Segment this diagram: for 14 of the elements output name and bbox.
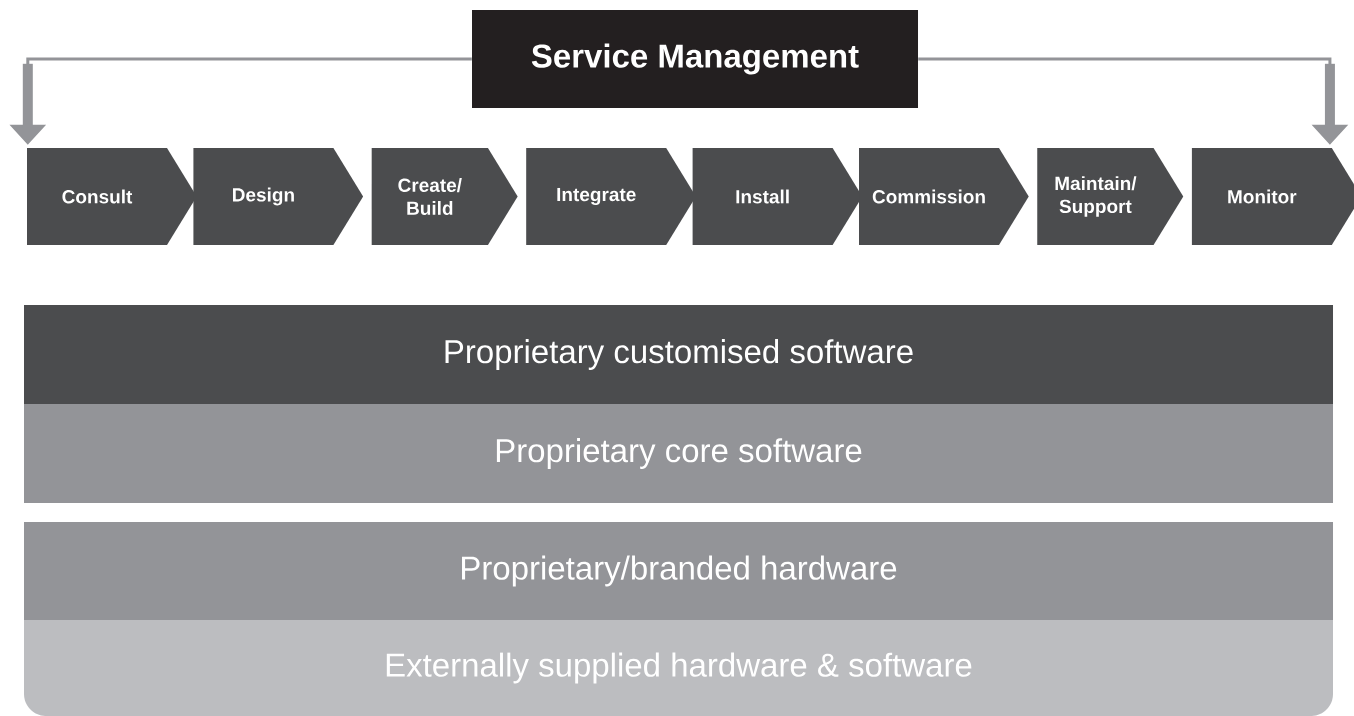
layer-band: Externally supplied hardware & software: [24, 620, 1333, 716]
layer-band: Proprietary customised software: [24, 305, 1333, 404]
process-step: Install: [692, 148, 863, 245]
arrow: [918, 57, 1349, 145]
process-step: Integrate: [526, 148, 696, 245]
process-step: Consult: [27, 148, 197, 245]
layer-band: Proprietary/branded hardware: [24, 522, 1333, 620]
process-step: Design: [193, 148, 364, 245]
process-step: Create/ Build: [371, 148, 518, 245]
process-step: Maintain/ Support: [1037, 148, 1184, 245]
process-step: Monitor: [1191, 148, 1354, 245]
title-box: Service Management: [472, 10, 918, 108]
layer-band: Proprietary core software: [24, 404, 1333, 503]
process-step: Commission: [859, 148, 1029, 245]
